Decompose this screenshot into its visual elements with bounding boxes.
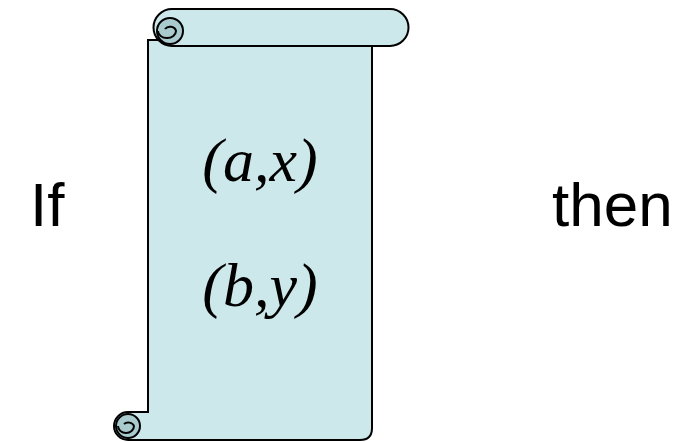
scroll-body [114,40,372,440]
scroll-outline [110,5,410,442]
condition-word: If [30,168,64,242]
scroll-shape: (a,x) (b,y) [110,5,410,442]
math-pair: (b,y) [148,248,372,322]
scroll-curl-line [158,27,176,38]
scroll-curl [116,414,140,438]
scroll-top-roll [154,9,409,46]
condition-word: then [552,168,673,242]
math-pair: (a,x) [148,123,372,197]
scroll-curl-line [118,423,134,433]
scroll-curl [157,18,183,44]
